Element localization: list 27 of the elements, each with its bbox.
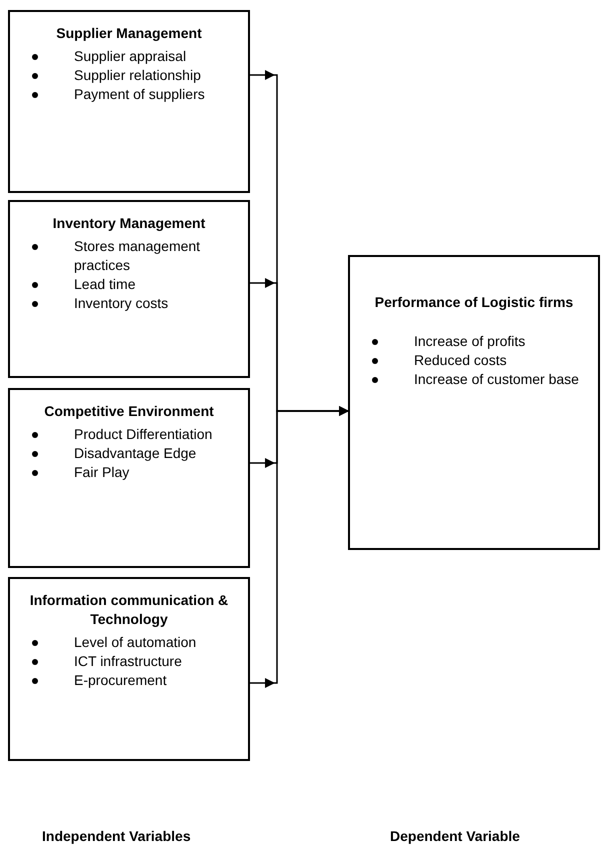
box-heading: Information communication & Technology [28, 591, 230, 629]
bullet-text: ICT infrastructure [74, 652, 182, 671]
box-heading: Inventory Management [52, 214, 206, 233]
bullet-text: Supplier relationship [74, 66, 201, 85]
bullet-text: Inventory costs [74, 294, 168, 313]
column-caption: Dependent Variable [390, 827, 520, 846]
bullet-text: Increase of profits [414, 332, 526, 351]
bullet-text: Product Differentiation [74, 425, 212, 444]
variable-box [8, 10, 250, 193]
bullet-text: Lead time [74, 275, 136, 294]
bullet-text: Payment of suppliers [74, 85, 205, 104]
bullet-text: Fair Play [74, 463, 130, 482]
bullet-text: Increase of customer base [414, 370, 579, 389]
variable-box [8, 577, 250, 761]
bullet-text: Stores management practices [74, 237, 202, 275]
variable-box [348, 255, 600, 550]
bullet-text: E-procurement [74, 671, 167, 690]
bullet-text: Disadvantage Edge [74, 444, 196, 463]
bullet-text: Level of automation [74, 633, 196, 652]
column-caption: Independent Variables [42, 827, 191, 846]
bullet-text: Supplier appraisal [74, 47, 186, 66]
box-heading: Supplier Management [55, 24, 203, 43]
box-heading: Performance of Logistic firms [374, 293, 574, 312]
box-heading: Competitive Environment [43, 402, 215, 421]
variable-box [8, 388, 250, 568]
variable-box [8, 200, 250, 378]
bullet-text: Reduced costs [414, 351, 507, 370]
